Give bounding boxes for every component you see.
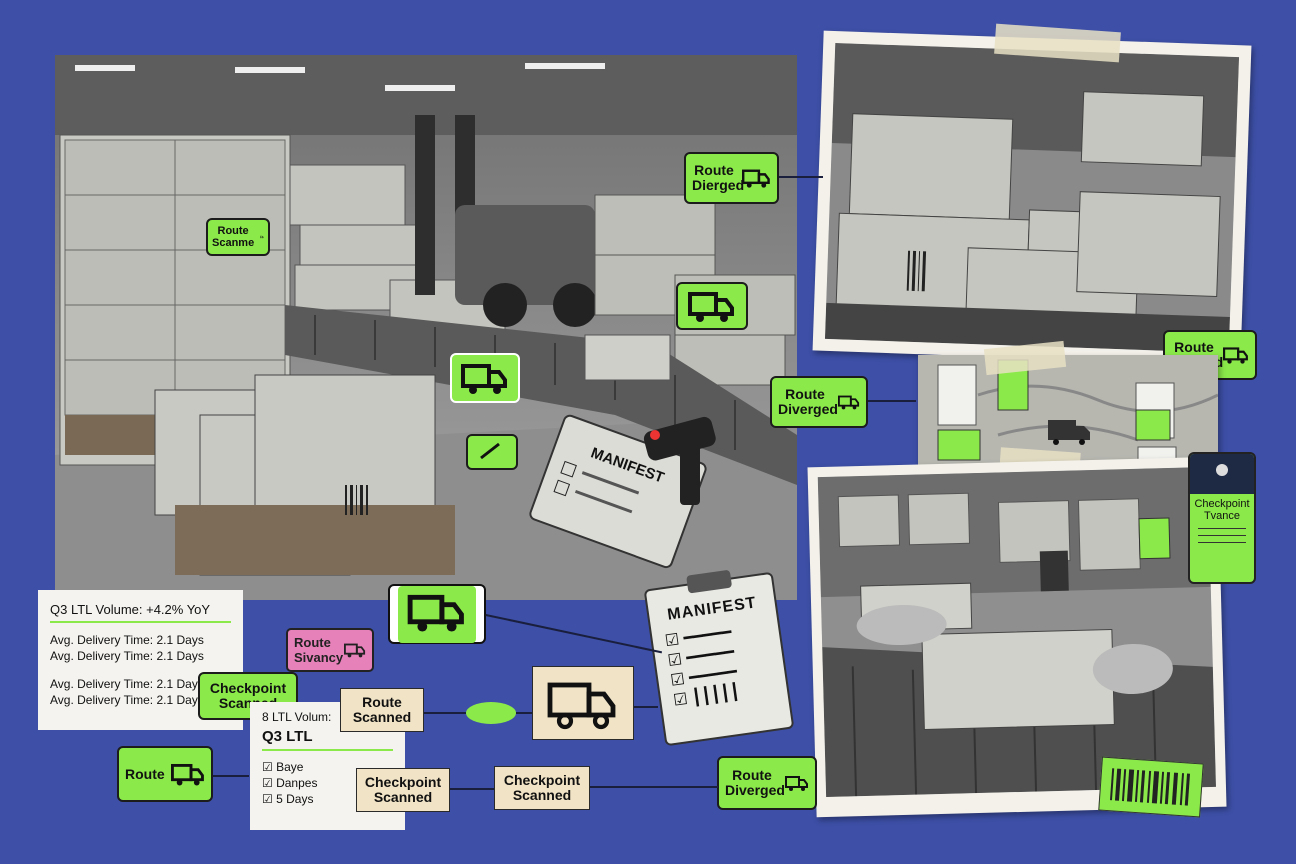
- checklist-item: ☑ Baye: [262, 760, 304, 774]
- truck-tag-large: [388, 584, 486, 644]
- connector-line: [450, 788, 494, 790]
- map-collage: [918, 355, 1219, 466]
- route-scanned-tag: Route Scanned: [340, 688, 424, 732]
- truck-icon: [1223, 347, 1248, 364]
- barcode-icon: [1109, 768, 1191, 806]
- truck-icon: [742, 169, 770, 188]
- checkpoint-scanned-tag-1: Checkpoint Scanned: [356, 768, 450, 812]
- truck-icon: [461, 364, 507, 394]
- truck-tag-conveyor: [450, 353, 520, 403]
- connector-line: [485, 614, 663, 654]
- truck-icon: [785, 776, 808, 791]
- connector-line: [213, 775, 249, 777]
- checkpoint-tvance-tag: Checkpoint Tvance: [1188, 452, 1256, 584]
- connector-line: [516, 712, 532, 714]
- stats-note: Q3 LTL Volume: +4.2% YoY Avg. Delivery T…: [38, 590, 243, 730]
- route-dierged-tag-main: Route Dierged: [684, 152, 779, 204]
- manifest-clipboard: MANIFEST ☑ ━━━━━ ☑ ━━━━━ ☑ ━━━━━ ☑ ┃┃┃┃┃: [643, 569, 795, 747]
- truck-icon: [407, 594, 464, 632]
- checklist-item: ☑ 5 Days: [262, 792, 314, 806]
- connector-line: [779, 176, 823, 178]
- route-scanme-tag: Route Scanme: [206, 218, 270, 256]
- truck-card-beige: [532, 666, 634, 740]
- truck-icon: [170, 763, 204, 786]
- checkpoint-scanned-tag-2: Checkpoint Scanned: [494, 766, 590, 810]
- polaroid-top-right: [812, 30, 1252, 366]
- checklist-item: ☑ Danpes: [262, 776, 318, 790]
- connector-line: [424, 712, 466, 714]
- route-sivancy-tag: Route Sivancy: [286, 628, 374, 672]
- warehouse-photo-main: MANIFEST: [55, 55, 797, 600]
- route-tag-green: Route: [117, 746, 213, 802]
- connector-line: [868, 400, 916, 402]
- scanner-icon: [480, 442, 500, 460]
- truck-icon: [344, 643, 366, 658]
- scanner-tag: [466, 434, 518, 470]
- truck-icon: [688, 292, 734, 322]
- route-diverged-tag-mid: Route Diverged: [770, 376, 868, 428]
- connector-line: [590, 786, 718, 788]
- stats-headline: Q3 LTL Volume: +4.2% YoY: [50, 602, 231, 623]
- truck-icon: [260, 235, 264, 239]
- green-splat: [466, 702, 516, 724]
- truck-tag-photo: [676, 282, 748, 330]
- truck-icon: [838, 395, 860, 410]
- connector-line: [634, 706, 658, 708]
- route-diverged-tag-bottom: Route Diverged: [717, 756, 817, 810]
- truck-icon: [547, 682, 616, 730]
- barcode-sticker: [1098, 756, 1204, 818]
